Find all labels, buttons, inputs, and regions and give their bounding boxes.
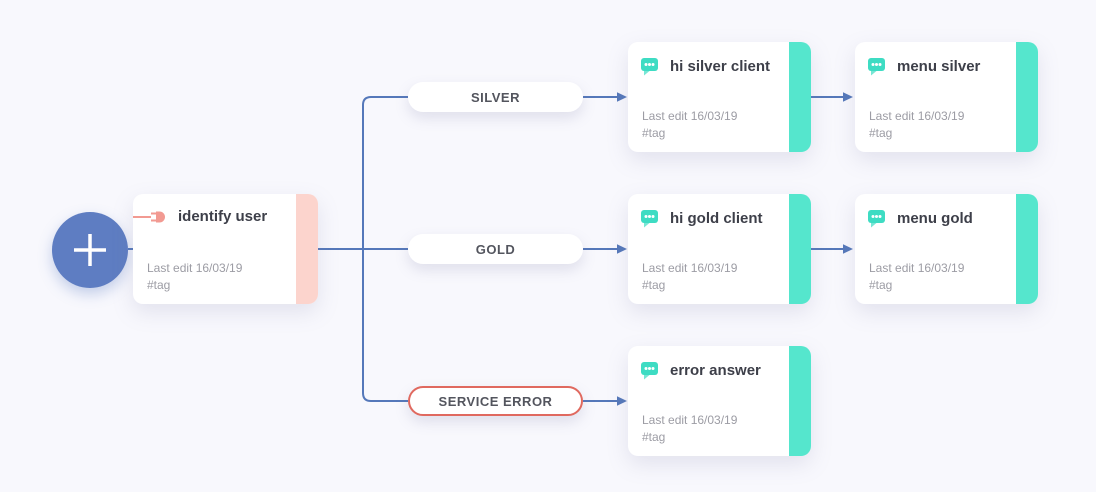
node-title: error answer bbox=[670, 361, 761, 379]
chat-icon bbox=[640, 56, 660, 76]
node-title: identify user bbox=[178, 208, 268, 225]
chat-icon bbox=[640, 360, 660, 380]
node-title: menu gold bbox=[897, 209, 973, 227]
branch-label: SERVICE ERROR bbox=[438, 393, 553, 409]
chat-icon bbox=[867, 56, 887, 76]
node-title: menu silver bbox=[897, 57, 981, 75]
chat-icon bbox=[867, 208, 887, 228]
accent-bar bbox=[789, 346, 811, 456]
accent-bar bbox=[789, 194, 811, 304]
node-tag: #tag bbox=[147, 278, 171, 292]
node-title-row: error answer bbox=[628, 346, 811, 380]
node-card-hi-silver-client[interactable]: hi silver client Last edit 16/03/19 #tag bbox=[628, 42, 811, 152]
accent-bar bbox=[1016, 194, 1038, 304]
node-card-error-answer[interactable]: error answer Last edit 16/03/19 #tag bbox=[628, 346, 811, 456]
branch-pill-silver[interactable]: SILVER bbox=[408, 82, 583, 112]
plug-icon bbox=[133, 209, 171, 225]
node-tag: #tag bbox=[642, 430, 666, 444]
node-last-edit: Last edit 16/03/19 bbox=[147, 261, 243, 275]
branch-label: SILVER bbox=[471, 89, 520, 105]
branch-pill-service-error[interactable]: SERVICE ERROR bbox=[408, 386, 583, 416]
node-last-edit: Last edit 16/03/19 bbox=[642, 261, 738, 275]
accent-bar bbox=[296, 194, 318, 304]
branch-label: GOLD bbox=[475, 241, 516, 257]
node-tag: #tag bbox=[642, 278, 666, 292]
node-title: hi gold client bbox=[670, 209, 763, 227]
accent-bar bbox=[1016, 42, 1038, 152]
chat-icon bbox=[640, 208, 660, 228]
branch-pill-gold[interactable]: GOLD bbox=[408, 234, 583, 264]
node-title-row: hi silver client bbox=[628, 42, 811, 76]
node-title-row: identify user bbox=[133, 194, 318, 225]
node-last-edit: Last edit 16/03/19 bbox=[869, 261, 965, 275]
node-tag: #tag bbox=[869, 126, 893, 140]
plus-icon bbox=[72, 232, 108, 268]
node-title-row: menu silver bbox=[855, 42, 1038, 76]
node-tag: #tag bbox=[642, 126, 666, 140]
accent-bar bbox=[789, 42, 811, 152]
node-card-menu-gold[interactable]: menu gold Last edit 16/03/19 #tag bbox=[855, 194, 1038, 304]
node-title: hi silver client bbox=[670, 57, 771, 75]
node-title-row: hi gold client bbox=[628, 194, 811, 228]
node-card-hi-gold-client[interactable]: hi gold client Last edit 16/03/19 #tag bbox=[628, 194, 811, 304]
node-last-edit: Last edit 16/03/19 bbox=[642, 109, 738, 123]
add-node-button[interactable] bbox=[52, 212, 128, 288]
node-last-edit: Last edit 16/03/19 bbox=[642, 413, 738, 427]
node-tag: #tag bbox=[869, 278, 893, 292]
node-last-edit: Last edit 16/03/19 bbox=[869, 109, 965, 123]
node-card-menu-silver[interactable]: menu silver Last edit 16/03/19 #tag bbox=[855, 42, 1038, 152]
node-title-row: menu gold bbox=[855, 194, 1038, 228]
node-card-identify-user[interactable]: identify user Last edit 16/03/19 #tag bbox=[133, 194, 318, 304]
